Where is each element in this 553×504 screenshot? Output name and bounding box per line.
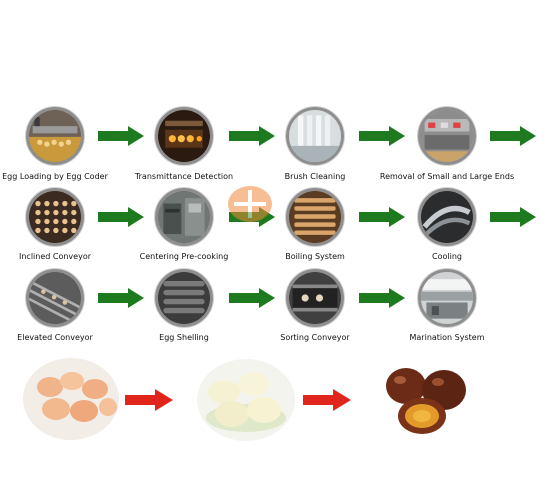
step-3-label: Brush Cleaning xyxy=(284,172,346,181)
step-6-label: Centering Pre-cooking xyxy=(139,252,229,261)
step-12-marination-system-photo xyxy=(418,269,476,327)
step-3-brush-cleaning-photo xyxy=(286,107,344,165)
result-arrow-1 xyxy=(125,389,173,411)
step-9-elevated-conveyor-photo xyxy=(26,269,84,327)
flow-arrow-2 xyxy=(229,126,275,146)
step-12-label: Marination System xyxy=(409,333,485,342)
raw-eggs-image xyxy=(22,357,120,442)
step-10-label: Egg Shelling xyxy=(159,333,209,342)
step-7-boiling-system-photo xyxy=(286,188,344,246)
step-8-label: Cooling xyxy=(432,252,462,261)
flow-arrow-9 xyxy=(98,288,144,308)
step-9-label: Elevated Conveyor xyxy=(17,333,93,342)
flow-arrow-8 xyxy=(490,207,536,227)
brand-logo-watermark-icon xyxy=(226,184,274,224)
flow-arrow-1 xyxy=(98,126,144,146)
flow-arrow-5 xyxy=(98,207,144,227)
step-4-removal-ends-photo xyxy=(418,107,476,165)
step-8-cooling-photo xyxy=(418,188,476,246)
step-6-centering-precooking-photo xyxy=(155,188,213,246)
step-11-sorting-conveyor-photo xyxy=(286,269,344,327)
step-2-transmittance-photo xyxy=(155,107,213,165)
step-5-label: Inclined Conveyor xyxy=(18,252,91,261)
step-2-label: Transmittance Detection xyxy=(134,172,234,181)
peeled-eggs-image xyxy=(196,358,296,442)
step-11-label: Sorting Conveyor xyxy=(280,333,350,342)
flow-arrow-4 xyxy=(490,126,536,146)
step-1-label: Egg Loading by Egg Coder xyxy=(2,172,108,181)
flow-arrow-3 xyxy=(359,126,405,146)
result-arrow-2 xyxy=(303,389,351,411)
flow-arrow-10 xyxy=(229,288,275,308)
step-10-egg-shelling-photo xyxy=(155,269,213,327)
step-4-label: Removal of Small and Large Ends xyxy=(379,172,515,181)
marinated-eggs-image xyxy=(378,360,473,440)
flow-arrow-7 xyxy=(359,207,405,227)
step-7-label: Boiling System xyxy=(285,252,345,261)
step-5-inclined-conveyor-photo xyxy=(26,188,84,246)
step-1-egg-loading-photo xyxy=(26,107,84,165)
flow-arrow-11 xyxy=(359,288,405,308)
